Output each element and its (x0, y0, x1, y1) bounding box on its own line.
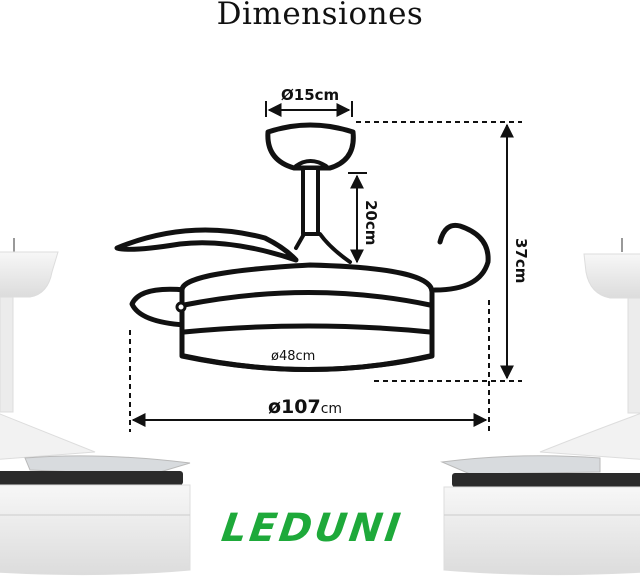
blade-span-label: ø107cm (268, 396, 342, 418)
page-title: Dimensiones (216, 0, 424, 32)
dimension-lines (129, 101, 522, 432)
total-height-label: 37cm (512, 238, 530, 283)
left-product-photo (0, 238, 191, 576)
downrod-height-label: 20cm (362, 200, 380, 245)
right-product-photo (440, 238, 640, 576)
fan-line-drawing (114, 122, 491, 372)
brand-logo: LEDUNI (218, 506, 406, 551)
body-diameter-label: ø48cm (271, 349, 315, 364)
canopy-diameter-label: Ø15cm (281, 86, 339, 104)
